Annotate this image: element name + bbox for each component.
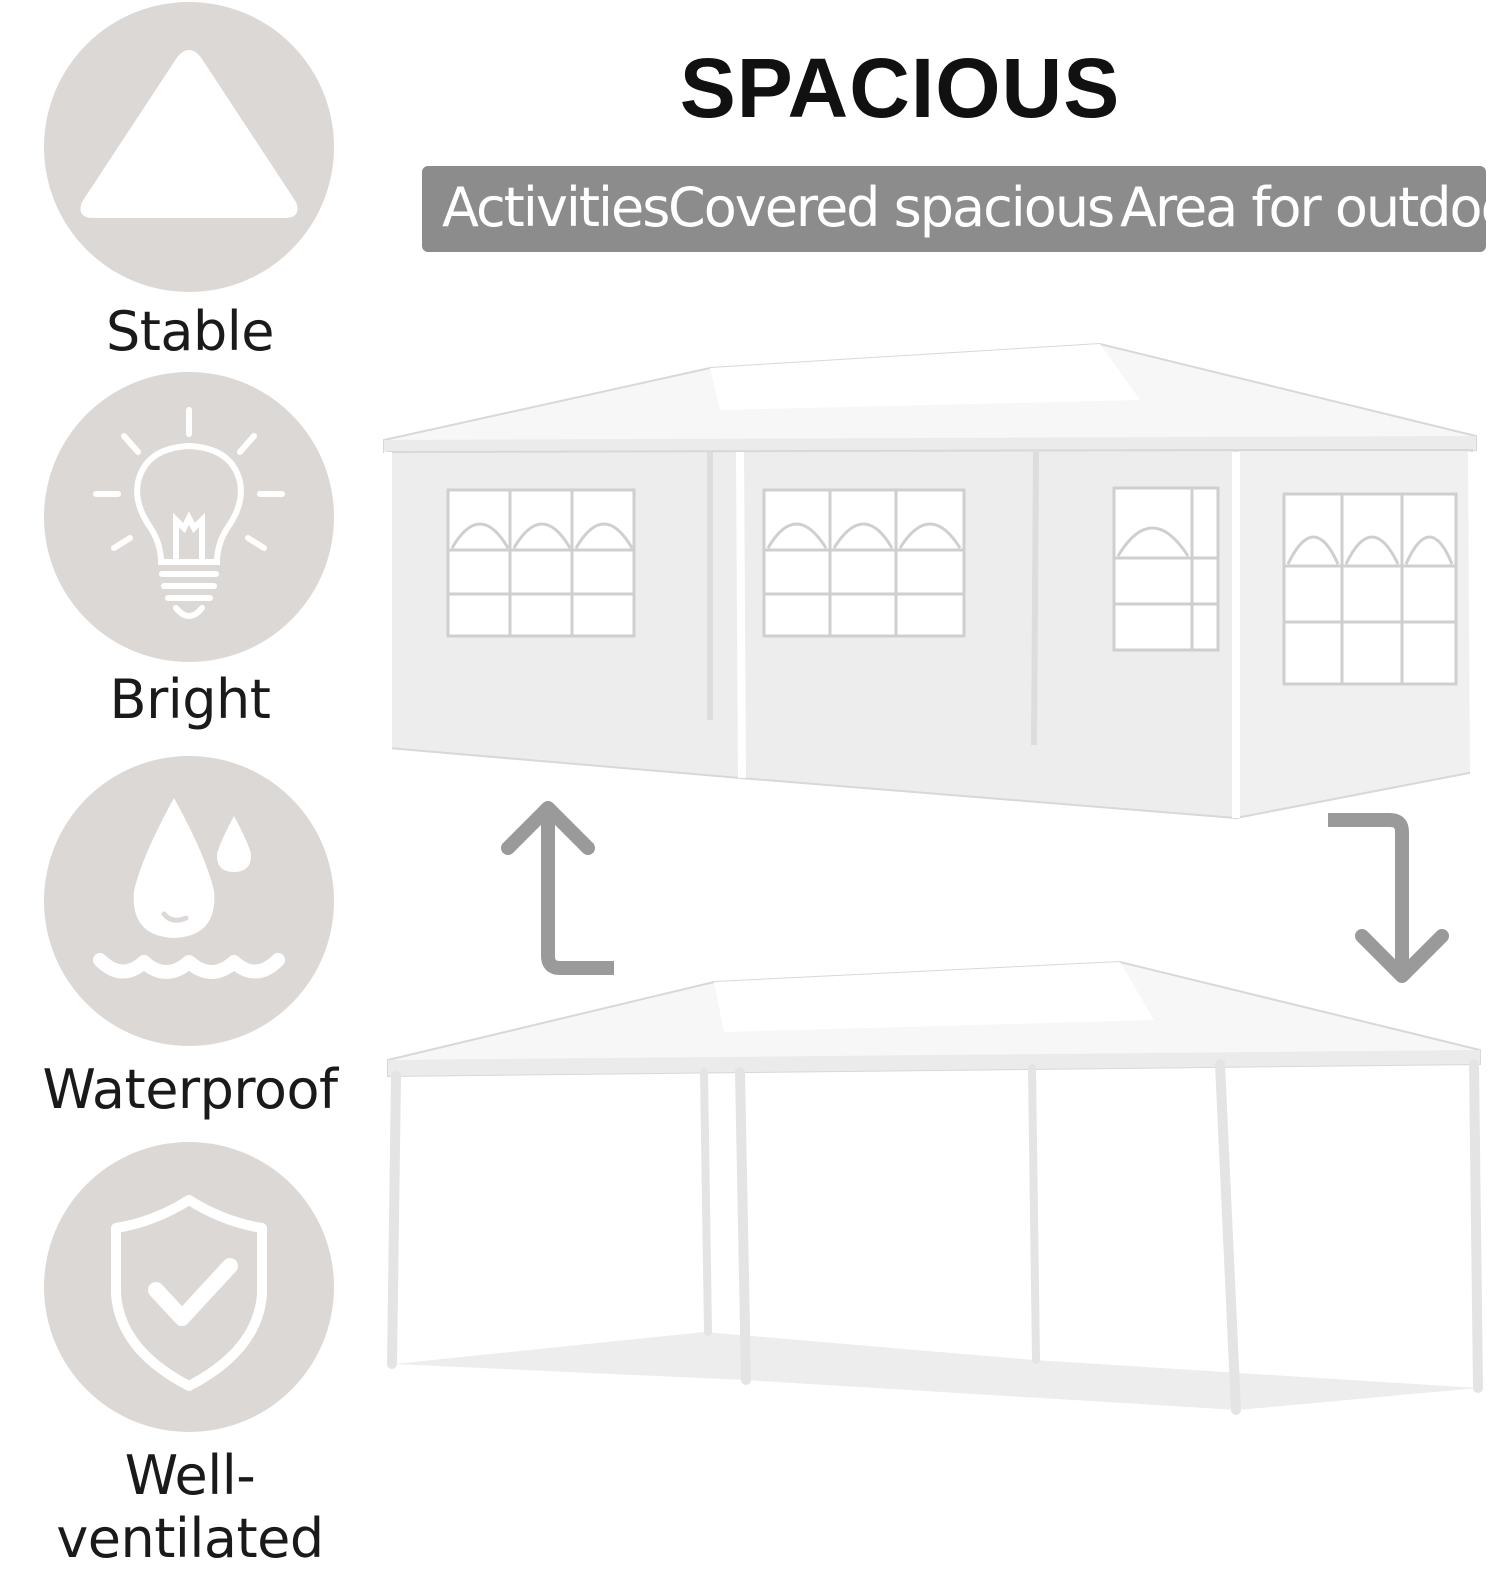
feature-label-stable: Stable xyxy=(105,300,275,363)
shield-check-icon xyxy=(111,1195,267,1391)
triangle-icon xyxy=(80,50,298,218)
feature-bright-circle xyxy=(44,372,334,662)
lightbulb-icon xyxy=(93,407,285,619)
feature-stable-circle xyxy=(44,2,334,292)
open-tent-image xyxy=(387,960,1483,1415)
subtitle-banner: Activities Covered spacious Area for out… xyxy=(422,166,1500,252)
arrow-down-icon[interactable] xyxy=(1324,808,1454,992)
banner-text-area: Area for outdoor xyxy=(1120,176,1500,239)
page-title: SPACIOUS xyxy=(679,41,1121,135)
feature-label-bright: Bright xyxy=(109,668,271,731)
feature-ventilated-circle xyxy=(44,1142,334,1432)
feature-label-waterproof: Waterproof xyxy=(42,1058,338,1121)
water-drops-icon xyxy=(93,798,285,979)
feature-waterproof-circle xyxy=(44,756,334,1046)
feature-label-ventilated: Well-ventilated xyxy=(56,1444,324,1570)
tent-with-walls-image xyxy=(383,342,1478,820)
banner-text-activities: Activities xyxy=(442,176,670,239)
banner-text-covered: Covered spacious xyxy=(668,176,1115,239)
arrow-up-icon[interactable] xyxy=(496,796,626,980)
